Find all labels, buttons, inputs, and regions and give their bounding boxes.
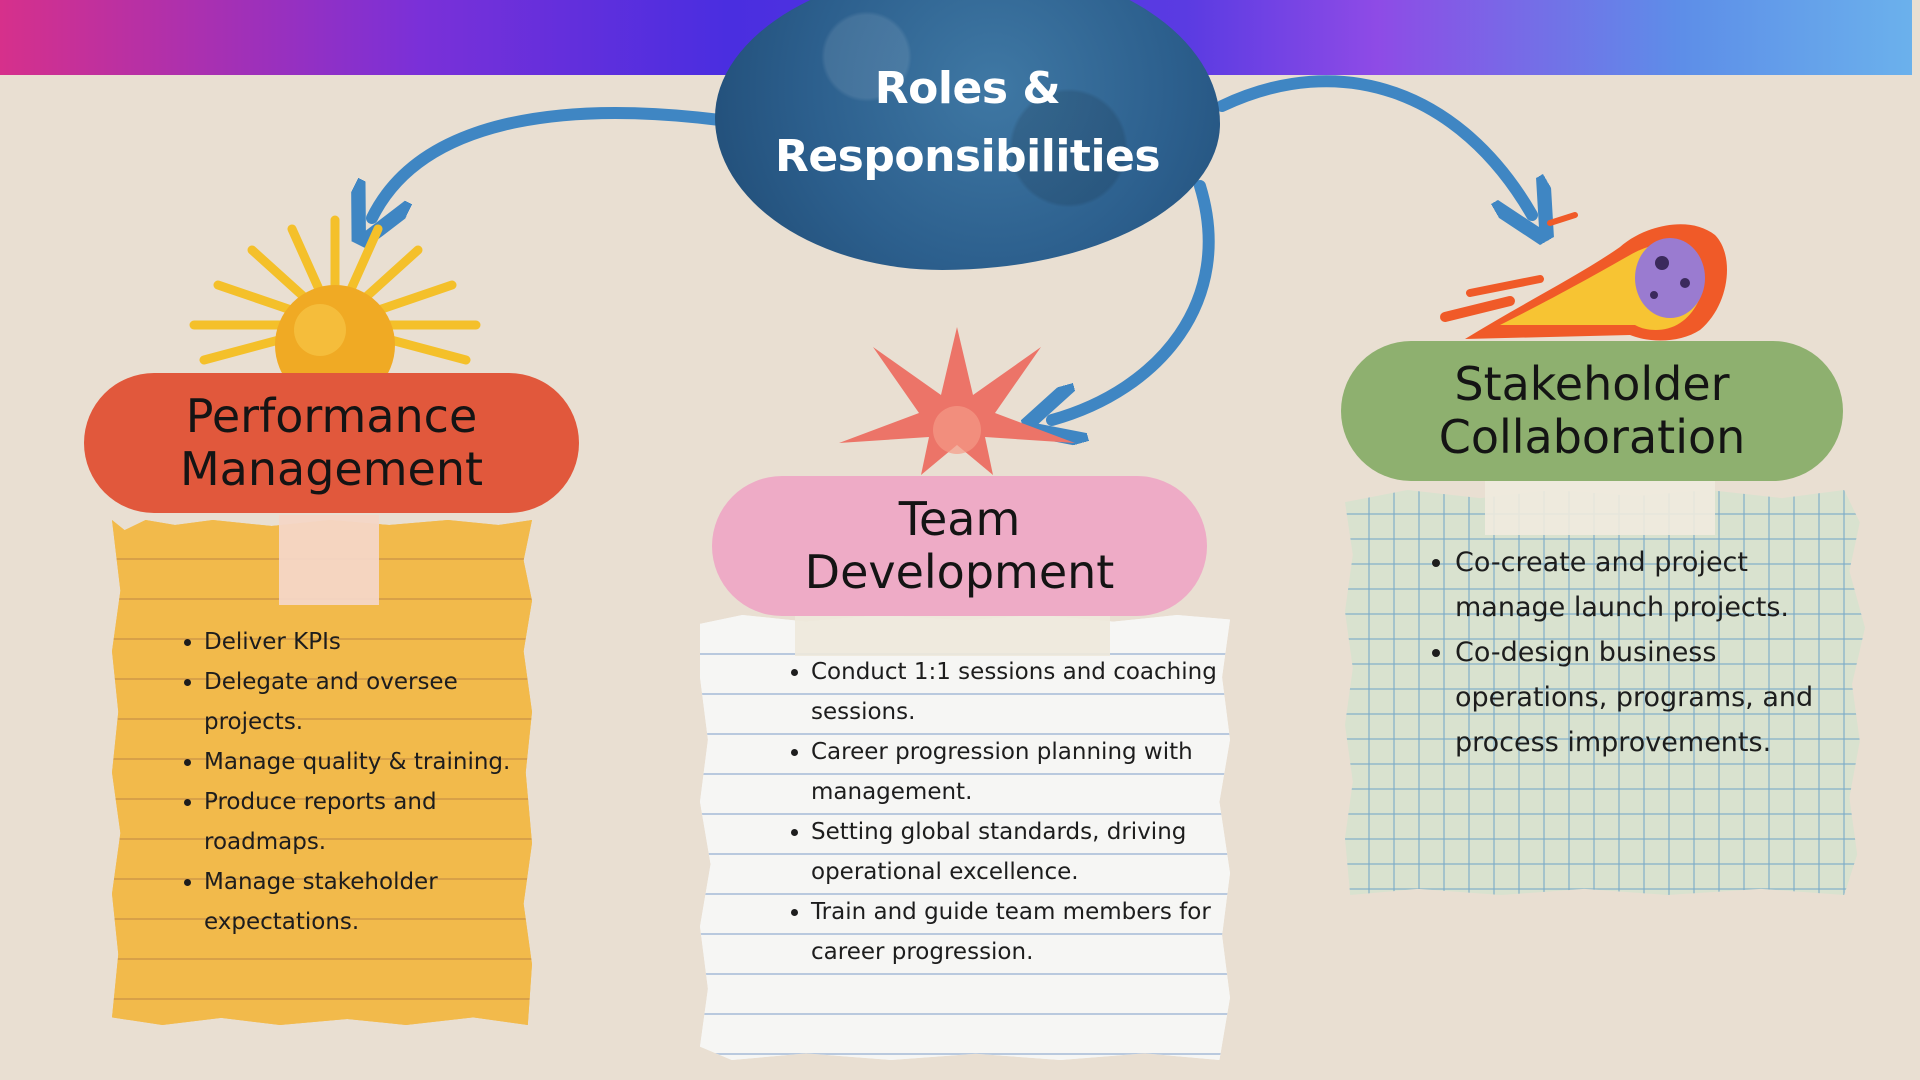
list-item: Career progression planning with managem… — [811, 732, 1251, 812]
stakeholder-title: Stakeholder Collaboration — [1438, 357, 1746, 464]
performance-tape — [279, 515, 379, 605]
stakeholder-note-paper — [1345, 490, 1865, 895]
team-development-heading: Team Development — [712, 476, 1207, 616]
performance-title: Performance Management — [179, 389, 484, 496]
stakeholder-list: Co-create and project manage launch proj… — [1417, 540, 1855, 765]
center-blob — [715, 0, 1220, 270]
list-item: Setting global standards, driving operat… — [811, 812, 1251, 892]
performance-list: Deliver KPIs Delegate and oversee projec… — [166, 622, 544, 942]
list-item: Deliver KPIs — [204, 622, 544, 662]
center-title: Roles & Responsibilities — [715, 55, 1220, 191]
list-item: Manage quality & training. — [204, 742, 544, 782]
list-item: Co-create and project manage launch proj… — [1455, 540, 1855, 630]
sun-icon — [189, 215, 481, 375]
list-item: Manage stakeholder expectations. — [204, 862, 544, 942]
performance-management-heading: Performance Management — [84, 373, 579, 513]
list-item: Conduct 1:1 sessions and coaching sessio… — [811, 652, 1251, 732]
center-title-line1: Roles & — [874, 63, 1061, 114]
team-note-paper — [700, 615, 1230, 1060]
list-item: Co-design business operations, programs,… — [1455, 630, 1855, 765]
list-item: Produce reports and roadmaps. — [204, 782, 544, 862]
comet-icon — [1440, 212, 1727, 341]
stakeholder-tape — [1485, 480, 1715, 535]
stakeholder-collaboration-heading: Stakeholder Collaboration — [1341, 341, 1843, 481]
arrow-to-performance — [372, 107, 726, 218]
center-title-line2: Responsibilities — [774, 131, 1161, 182]
list-item: Train and guide team members for career … — [811, 892, 1251, 972]
starburst-icon — [839, 327, 1075, 475]
team-list: Conduct 1:1 sessions and coaching sessio… — [773, 652, 1251, 972]
list-item: Delegate and oversee projects. — [204, 662, 544, 742]
team-title: Team Development — [804, 492, 1115, 599]
arrow-to-team — [1052, 180, 1215, 420]
arrow-to-stakeholder — [1216, 75, 1532, 215]
